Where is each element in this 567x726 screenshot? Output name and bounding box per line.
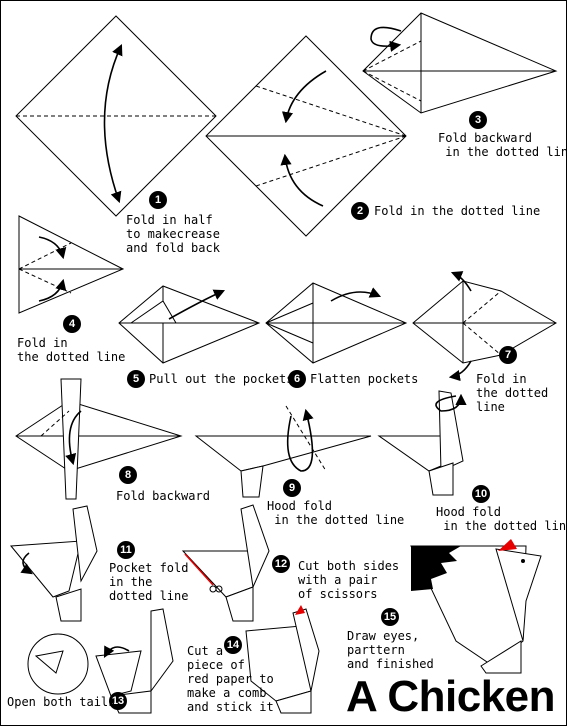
step-10-diagram xyxy=(377,390,467,496)
step-6-diagram xyxy=(265,282,408,364)
step-3-caption: Fold backward in the dotted line xyxy=(438,131,567,159)
step-4-badge: 4 xyxy=(63,315,81,333)
page-title: A Chicken xyxy=(346,672,556,721)
step-2-caption: Fold in the dotted line xyxy=(374,204,541,218)
step-15-badge: 15 xyxy=(381,608,399,626)
step-5-diagram xyxy=(118,285,261,364)
step-6-caption: Flatten pockets xyxy=(310,372,419,386)
step-8-diagram xyxy=(15,378,183,500)
step-2-badge: 2 xyxy=(351,202,369,220)
step-3-diagram xyxy=(362,12,558,114)
step-1-caption: Fold in half to makecrease and fold back xyxy=(126,213,220,255)
step-12-caption: Cut both sides with a pair of scissors xyxy=(298,559,400,601)
step-10-badge: 10 xyxy=(472,485,490,503)
tail-pattern xyxy=(411,546,461,591)
step-6-badge: 6 xyxy=(288,370,306,388)
step-2-diagram xyxy=(205,35,407,237)
step-8-caption: Fold backward xyxy=(116,489,210,503)
step-9-badge: 9 xyxy=(283,479,301,497)
step-1-badge: 1 xyxy=(149,191,167,209)
step-12-badge: 12 xyxy=(272,555,290,573)
step-13-caption: Open both tails xyxy=(7,695,116,709)
step-4-diagram xyxy=(18,215,125,314)
step-7-badge: 7 xyxy=(499,346,517,364)
step-11-caption: Pocket fold in the dotted line xyxy=(109,561,189,603)
step-11-badge: 11 xyxy=(117,541,135,559)
step-7-caption: Fold in the dotted line xyxy=(476,372,549,414)
step-5-caption: Pull out the pockets xyxy=(149,372,294,386)
step-12-diagram xyxy=(181,504,270,622)
step-1-diagram xyxy=(15,15,217,217)
step-14-badge: 14 xyxy=(224,636,242,654)
step-15-diagram xyxy=(410,539,542,674)
step-9-diagram xyxy=(194,405,372,498)
step-5-badge: 5 xyxy=(127,370,145,388)
step-9-caption: Hood fold in the dotted line xyxy=(267,499,405,527)
step-8-badge: 8 xyxy=(119,466,137,484)
comb xyxy=(498,539,517,551)
step-14-caption: Cut a piece of red paper to make a comb … xyxy=(187,644,274,714)
step-7-diagram xyxy=(412,271,557,382)
step-14-diagram xyxy=(245,605,320,714)
step-4-caption: Fold in the dotted line xyxy=(17,336,126,364)
step-15-caption: Draw eyes, parttern and finished xyxy=(347,629,434,671)
step-10-caption: Hood fold in the dotted line xyxy=(436,505,567,533)
step-11-diagram xyxy=(9,505,98,622)
eye xyxy=(521,559,525,563)
comb xyxy=(295,605,305,615)
step-3-badge: 3 xyxy=(469,111,487,129)
step-13-badge: 13 xyxy=(109,692,127,710)
cut-line xyxy=(184,553,214,586)
